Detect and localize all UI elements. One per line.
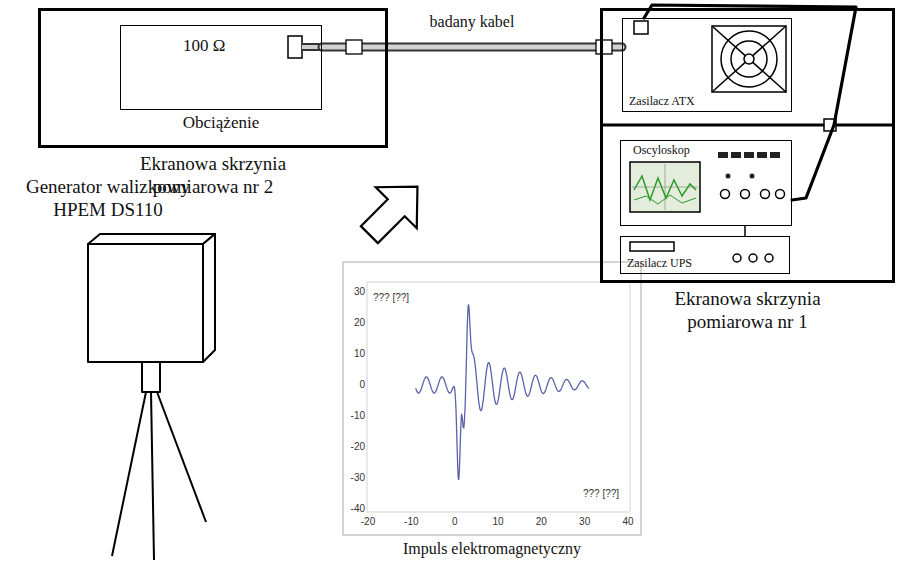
box-label: Obciążenie (121, 113, 321, 133)
axis-tick: -10 (343, 410, 365, 422)
plug-symbol (288, 36, 302, 58)
ups-box: Zasilacz UPS (620, 236, 790, 274)
box-label: Oscyloskop (633, 143, 690, 157)
axis-tick: 20 (343, 317, 365, 329)
load-box: 100 ΩObciążenie (120, 25, 322, 110)
axis-tick: -20 (353, 516, 383, 528)
power-supply-box: Zasilacz ATX (622, 18, 792, 112)
generator-symbol (88, 234, 215, 560)
cable (322, 43, 622, 52)
shielded-box: Ekranowa skrzynia pomiarowa nr 1Zasilacz… (600, 8, 895, 283)
connector (322, 40, 622, 54)
axis-tick: 10 (483, 516, 513, 528)
pulse-chart (343, 262, 641, 535)
socket-symbol (634, 21, 648, 34)
cable-connector (596, 40, 612, 54)
field-arrow (349, 166, 438, 255)
connector (745, 226, 746, 236)
device-label: Generator walizkowy HPEM DS110 (3, 176, 213, 222)
axis-tick: -20 (343, 441, 365, 453)
box-heading: Ekranowa skrzynia pomiarowa nr 1 (633, 288, 863, 334)
pulse-waveform (416, 304, 589, 480)
axis-tick: -10 (396, 516, 426, 528)
shielded-box: Ekranowa skrzynia pomiarowa nr 2100 ΩObc… (38, 8, 388, 148)
link-line (744, 226, 746, 236)
oscilloscope-box: Oscyloskop (620, 140, 792, 226)
axis-tick: 40 (613, 516, 643, 528)
cable-connector (346, 40, 362, 54)
chart-caption: Impuls elektromagnetyczny (342, 539, 642, 558)
axis-tick: 30 (570, 516, 600, 528)
box-label: Zasilacz UPS (627, 256, 692, 270)
axis-tick: 30 (343, 286, 365, 298)
axis-tick: 0 (343, 379, 365, 391)
axis-tick: 0 (440, 516, 470, 528)
cable-core (322, 45, 622, 50)
cable-label: badany kabel (428, 12, 517, 31)
axis-title: ??? [??] (583, 488, 619, 500)
box-label: 100 Ω (183, 36, 225, 56)
axis-title: ??? [??] (373, 292, 409, 304)
fan-symbol (712, 26, 786, 92)
axis-tick: -30 (343, 472, 365, 484)
axis-tick: 10 (343, 348, 365, 360)
axis-tick: -40 (343, 503, 365, 515)
box-divider (600, 124, 895, 127)
axis-tick: 20 (526, 516, 556, 528)
oscilloscope-symbol (630, 152, 785, 212)
box-label: Zasilacz ATX (629, 94, 695, 108)
